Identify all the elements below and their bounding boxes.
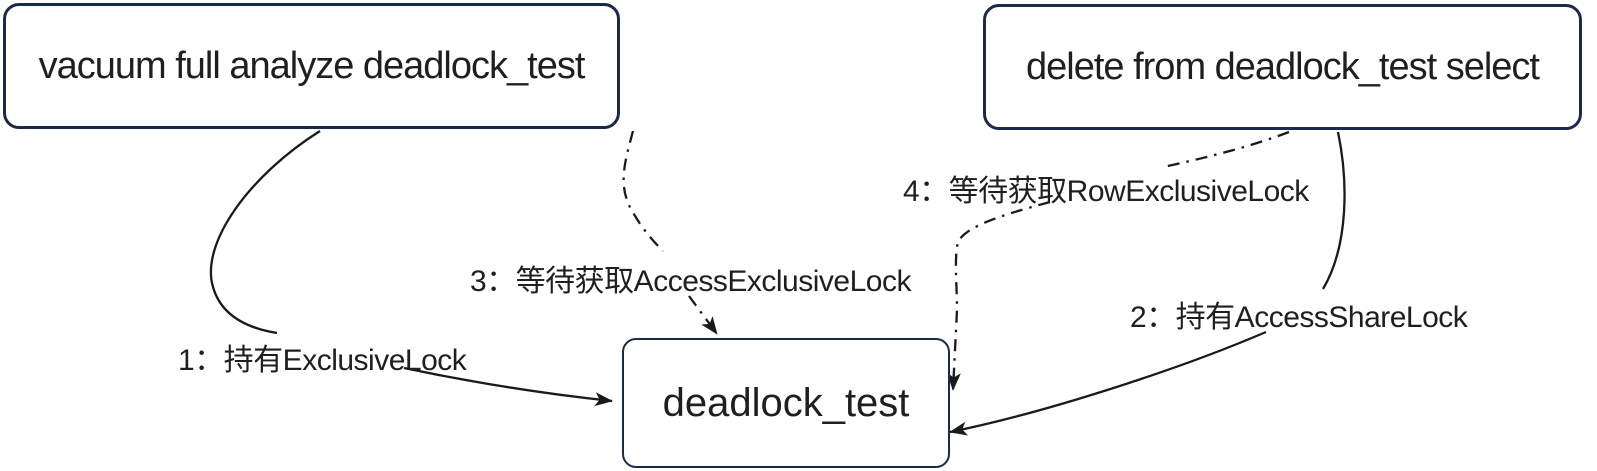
edge-3-curve-segment [622, 130, 664, 252]
edge-2-curve-segment [1322, 131, 1346, 290]
node-deadlock-table-label: deadlock_test [662, 380, 910, 425]
edge-1-curve-segment [209, 130, 321, 335]
edge-4-arrow-segment [946, 200, 1051, 391]
edge-1-arrow-segment [403, 366, 613, 407]
node-vacuum-session-label: vacuum full analyze deadlock_test [38, 44, 586, 87]
edge-2-label: 2：持有AccessShareLock [1130, 301, 1468, 334]
edge-2-arrow-segment [949, 330, 1267, 436]
node-delete-session-label: delete from deadlock_test select [1026, 45, 1540, 88]
node-deadlock-table: deadlock_test [622, 338, 950, 468]
edge-3-label: 3：等待获取AccessExclusiveLock [470, 265, 911, 298]
node-vacuum-session: vacuum full analyze deadlock_test [3, 3, 620, 129]
edge-3-arrow-segment [688, 295, 718, 335]
edge-1-label: 1：持有ExclusiveLock [178, 344, 467, 377]
edge-4-label: 4：等待获取RowExclusiveLock [903, 175, 1309, 208]
node-delete-session: delete from deadlock_test select [983, 4, 1582, 130]
edge-4-curve-segment [1162, 130, 1290, 169]
